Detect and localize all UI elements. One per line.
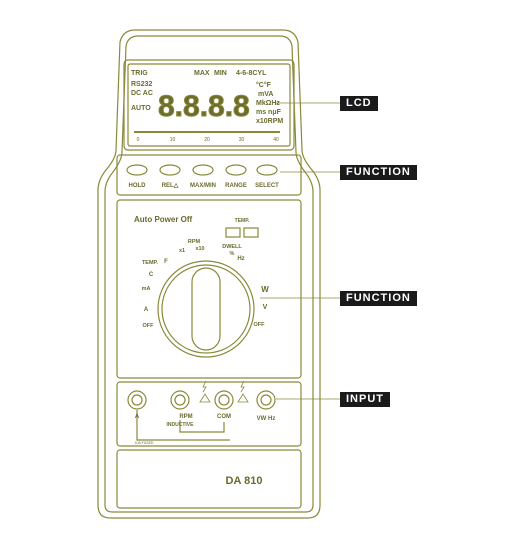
jack-rpm-inner xyxy=(174,394,186,406)
jack-vohm-inner xyxy=(260,394,272,406)
dial-panel xyxy=(116,199,302,379)
lcd-max: MAX xyxy=(194,70,210,77)
jack-rpm[interactable] xyxy=(170,390,190,410)
a-label: A xyxy=(144,307,149,313)
jack-com[interactable] xyxy=(214,390,234,410)
range-button-shape[interactable] xyxy=(225,164,247,176)
temp-box-right xyxy=(243,227,259,238)
ohm-label: W xyxy=(261,285,269,294)
jack-vohm-label: VW Hz xyxy=(257,416,276,422)
lcd-units-c: ms nμF xyxy=(256,109,282,116)
temp-box-label: TEMP. xyxy=(235,218,250,224)
range-button-label: RANGE xyxy=(225,183,247,189)
jack-rpm-label-2: INDUCTIVE xyxy=(167,422,195,428)
off-right-label: OFF xyxy=(254,322,266,328)
model-name: DA 810 xyxy=(226,475,263,487)
lcd-inner xyxy=(127,63,291,147)
dwell-label: DWELL xyxy=(222,244,242,250)
x1-label: x1 xyxy=(179,248,185,254)
maxmin-button-label: MAX/MIN xyxy=(190,183,216,189)
meter-body-outline xyxy=(97,29,321,519)
lcd-scale-label: 20 xyxy=(204,137,210,143)
jack-vohm[interactable] xyxy=(256,390,276,410)
lcd-units-b: MkΩHz xyxy=(256,100,280,107)
lcd-trig: TRIG xyxy=(131,70,148,77)
lcd-auto: AUTO xyxy=(131,105,151,112)
fused-label: 10A FUSED xyxy=(135,441,154,445)
model-plate xyxy=(116,449,302,509)
rel-button-label: REL△ xyxy=(162,182,179,189)
lightning-icon xyxy=(240,380,245,393)
lcd-units-d: x10RPM xyxy=(256,118,283,125)
rotary-dial-knob[interactable] xyxy=(161,264,251,354)
rotary-dial-grip xyxy=(191,267,221,351)
ma-label: mA xyxy=(142,286,151,292)
warning-triangle-icon xyxy=(237,393,249,403)
rotary-dial-ring xyxy=(157,260,255,358)
temp-box-left xyxy=(225,227,241,238)
auto-power-off-label: Auto Power Off xyxy=(134,215,193,224)
lcd-temp-unit: °C°F xyxy=(256,81,272,89)
lcd-scale-label: 40 xyxy=(273,137,279,143)
lcd-scale-label: 0 xyxy=(137,137,140,143)
lcd-units-a: mVA xyxy=(258,91,273,98)
jack-a-label: A xyxy=(135,414,140,420)
jack-bracket-line xyxy=(136,410,230,441)
jack-panel xyxy=(116,381,302,447)
callout-input: INPUT xyxy=(340,392,390,407)
callout-lcd: LCD xyxy=(340,96,378,111)
select-button-shape[interactable] xyxy=(256,164,278,176)
x10-label: x10 xyxy=(195,246,204,252)
jack-rpm-label-1: RPM xyxy=(179,414,192,420)
jack-com-label: COM xyxy=(217,414,231,420)
v-label: V xyxy=(263,304,268,311)
hold-button-shape[interactable] xyxy=(126,164,148,176)
lightning-icon xyxy=(202,380,207,393)
jack-a[interactable] xyxy=(127,390,147,410)
maxmin-button-shape[interactable] xyxy=(192,164,214,176)
hz-label: Hz xyxy=(237,256,244,262)
callout-function-buttons: FUNCTION xyxy=(340,165,417,180)
lcd-scale-label: 30 xyxy=(239,137,245,143)
lcd-digits: 8.8.8.8 xyxy=(158,90,250,123)
rpm-label: RPM xyxy=(188,239,201,245)
select-button-label: SELECT xyxy=(255,183,279,189)
jack-a-inner xyxy=(131,394,143,406)
lcd-dc-ac: DC AC xyxy=(131,90,153,97)
c-label: C xyxy=(149,272,154,278)
lcd-window xyxy=(123,59,295,151)
percent-label: % xyxy=(230,251,235,257)
lcd-min: MIN xyxy=(214,70,227,77)
temp-label: TEMP. xyxy=(142,260,159,266)
jack-com-inner xyxy=(218,394,230,406)
f-label: F xyxy=(164,259,168,265)
off-left-label: OFF xyxy=(143,323,155,329)
lcd-scale: 0 10 20 30 40 xyxy=(137,137,279,143)
lcd-rs232: RS232 xyxy=(131,81,153,88)
lcd-scale-label: 10 xyxy=(170,137,176,143)
warning-triangle-icon xyxy=(199,393,211,403)
callout-function-dial: FUNCTION xyxy=(340,291,417,306)
button-panel xyxy=(116,154,302,196)
hold-button-label: HOLD xyxy=(129,183,147,189)
lcd-cyl: 4-6-8CYL xyxy=(236,70,267,77)
rel-button-shape[interactable] xyxy=(159,164,181,176)
